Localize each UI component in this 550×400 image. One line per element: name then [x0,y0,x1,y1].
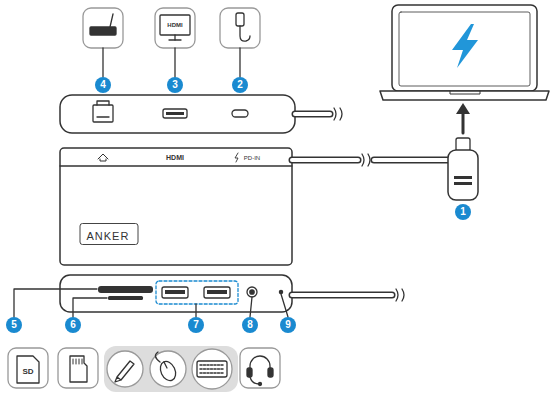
usb-device-group [104,346,238,392]
brand-logo: ANKER [80,223,139,245]
callout-circle [242,317,258,333]
callout-number: 9 [285,320,291,330]
port-label: HDMI [166,154,184,161]
callout-circle [232,77,248,93]
brand-text: ANKER [87,230,130,242]
callout-number: 3 [172,80,178,90]
router-icon [83,8,123,48]
callout-number: 1 [460,207,466,217]
hub-side-bottom [60,275,292,312]
port-label: HDMI [167,22,182,28]
callout-number: 6 [70,320,76,330]
callout-dots [6,77,471,333]
callout-circle [65,317,81,333]
sd-icon [8,348,48,388]
callout-number: 8 [247,320,253,330]
monitor-icon [155,8,195,48]
headset-icon [240,348,280,388]
callout-circle [6,317,22,333]
microsd-icon [58,348,98,388]
laptop [392,5,537,91]
hub-body [60,148,292,265]
charge-bolt [452,24,478,68]
callout-number: 2 [237,80,243,90]
cable-icon [220,8,260,48]
callout-circle [95,77,111,93]
callout-number: 5 [11,320,17,330]
callout-circle [167,77,183,93]
hub-side-top [60,95,295,133]
callout-circle [280,317,296,333]
callout-circle [188,317,204,333]
usb-c-connector [448,150,478,200]
callout-circle [455,204,471,220]
callout-number: 4 [100,80,106,90]
port-label: PD-IN [244,155,260,161]
callout-number: 7 [193,320,199,330]
card-label: SD [22,368,33,376]
